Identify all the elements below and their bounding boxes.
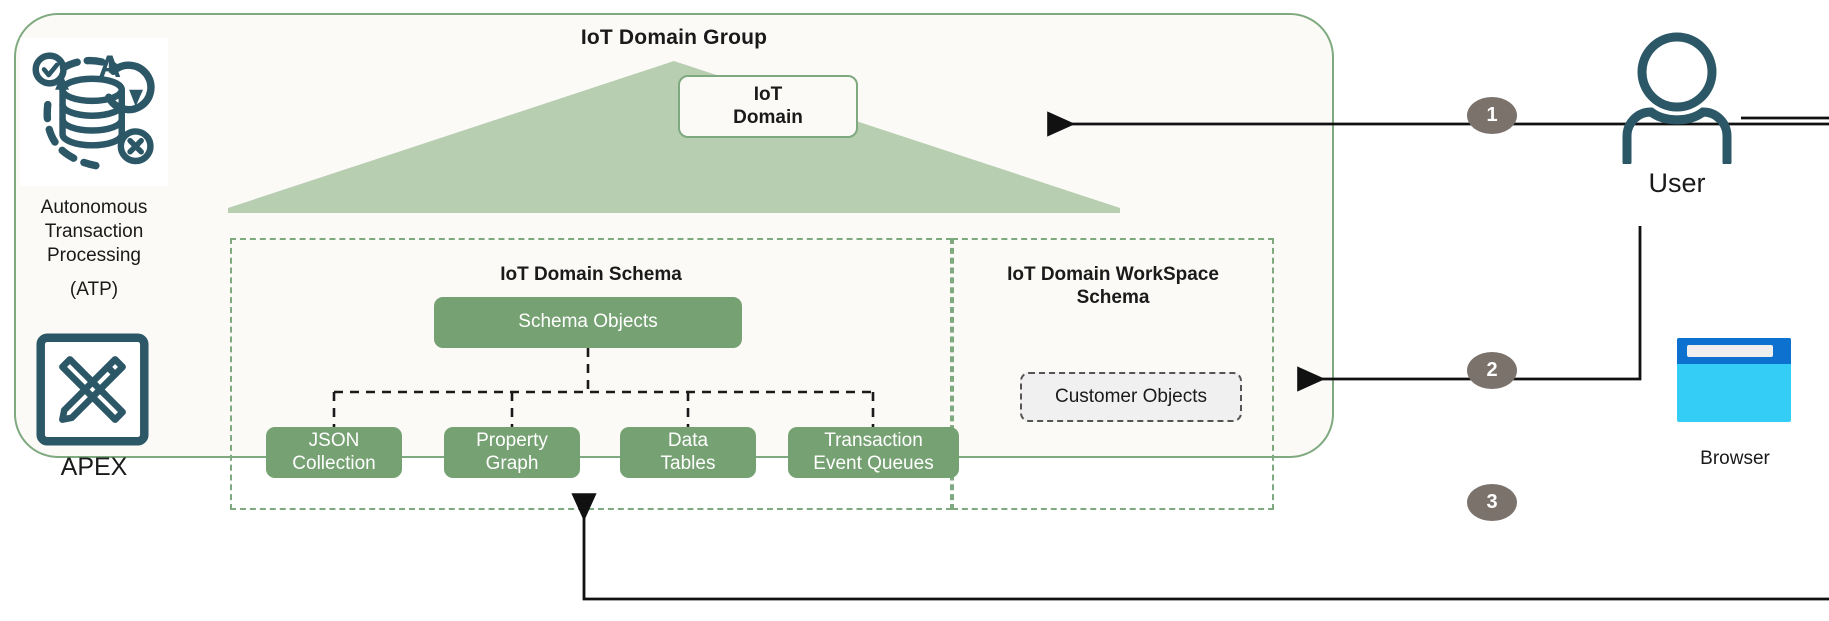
iot-domain-group-title: IoT Domain Group xyxy=(580,26,768,49)
browser-label: Browser xyxy=(1700,448,1770,469)
flow-arrow-2 xyxy=(1297,226,1642,392)
apex-label: APEX xyxy=(60,453,128,481)
atp-label-line4: (ATP) xyxy=(69,279,119,301)
step-badge-2: 2 xyxy=(1467,352,1517,389)
apex-icon-container xyxy=(36,333,149,446)
transaction-event-queues-label-line2: Event Queues xyxy=(813,452,934,474)
atp-label-line3: Processing xyxy=(47,244,141,266)
workspace-title-line2: Schema xyxy=(1076,286,1150,308)
data-tables-label-line1: Data xyxy=(667,429,709,451)
iot-domain-label-line1: IoT xyxy=(753,84,783,106)
atp-icon-container: A xyxy=(20,38,168,186)
json-collection-label-line1: JSON xyxy=(308,429,360,451)
customer-objects-label: Customer Objects xyxy=(1054,386,1208,407)
user-icon-container xyxy=(1613,32,1741,167)
customer-objects-box[interactable]: Customer Objects xyxy=(1020,372,1242,422)
ruler-pencil-icon xyxy=(36,333,149,446)
iot-domain-label-line2: Domain xyxy=(733,106,803,128)
property-graph-label-line2: Graph xyxy=(485,452,539,474)
flow-arrow-3 xyxy=(571,493,1829,601)
iot-domain-schema-title: IoT Domain Schema xyxy=(500,264,682,285)
browser-address-bar xyxy=(1687,345,1773,357)
atp-label-line1: Autonomous xyxy=(40,197,148,218)
transaction-event-queues-label-line1: Transaction xyxy=(824,429,923,451)
transaction-event-queues-box[interactable]: Transaction Event Queues xyxy=(788,427,959,478)
json-collection-box[interactable]: JSON Collection xyxy=(266,427,402,478)
atp-label: Autonomous Transaction Processing (ATP) xyxy=(10,196,178,302)
property-graph-label-line1: Property xyxy=(476,429,548,451)
schema-objects-label: Schema Objects xyxy=(518,311,658,333)
browser-window-icon xyxy=(1677,338,1791,422)
iot-domain-workspace-schema-title: IoT Domain WorkSpace Schema xyxy=(954,264,1272,310)
browser-titlebar xyxy=(1677,338,1791,364)
json-collection-label-line2: Collection xyxy=(292,452,376,474)
autonomous-database-icon: A xyxy=(32,49,155,170)
user-label: User xyxy=(1648,168,1706,198)
iot-domain-box[interactable]: IoT Domain xyxy=(678,75,858,138)
user-icon xyxy=(1622,32,1732,167)
data-tables-box[interactable]: Data Tables xyxy=(620,427,756,478)
atp-label-line2: Transaction xyxy=(44,220,144,242)
workspace-title-line1: IoT Domain WorkSpace xyxy=(1007,264,1219,285)
property-graph-box[interactable]: Property Graph xyxy=(444,427,580,478)
data-tables-label-line2: Tables xyxy=(660,452,716,474)
schema-objects-box[interactable]: Schema Objects xyxy=(434,297,742,348)
step-badge-1: 1 xyxy=(1467,97,1517,134)
step-badge-3: 3 xyxy=(1467,484,1517,521)
